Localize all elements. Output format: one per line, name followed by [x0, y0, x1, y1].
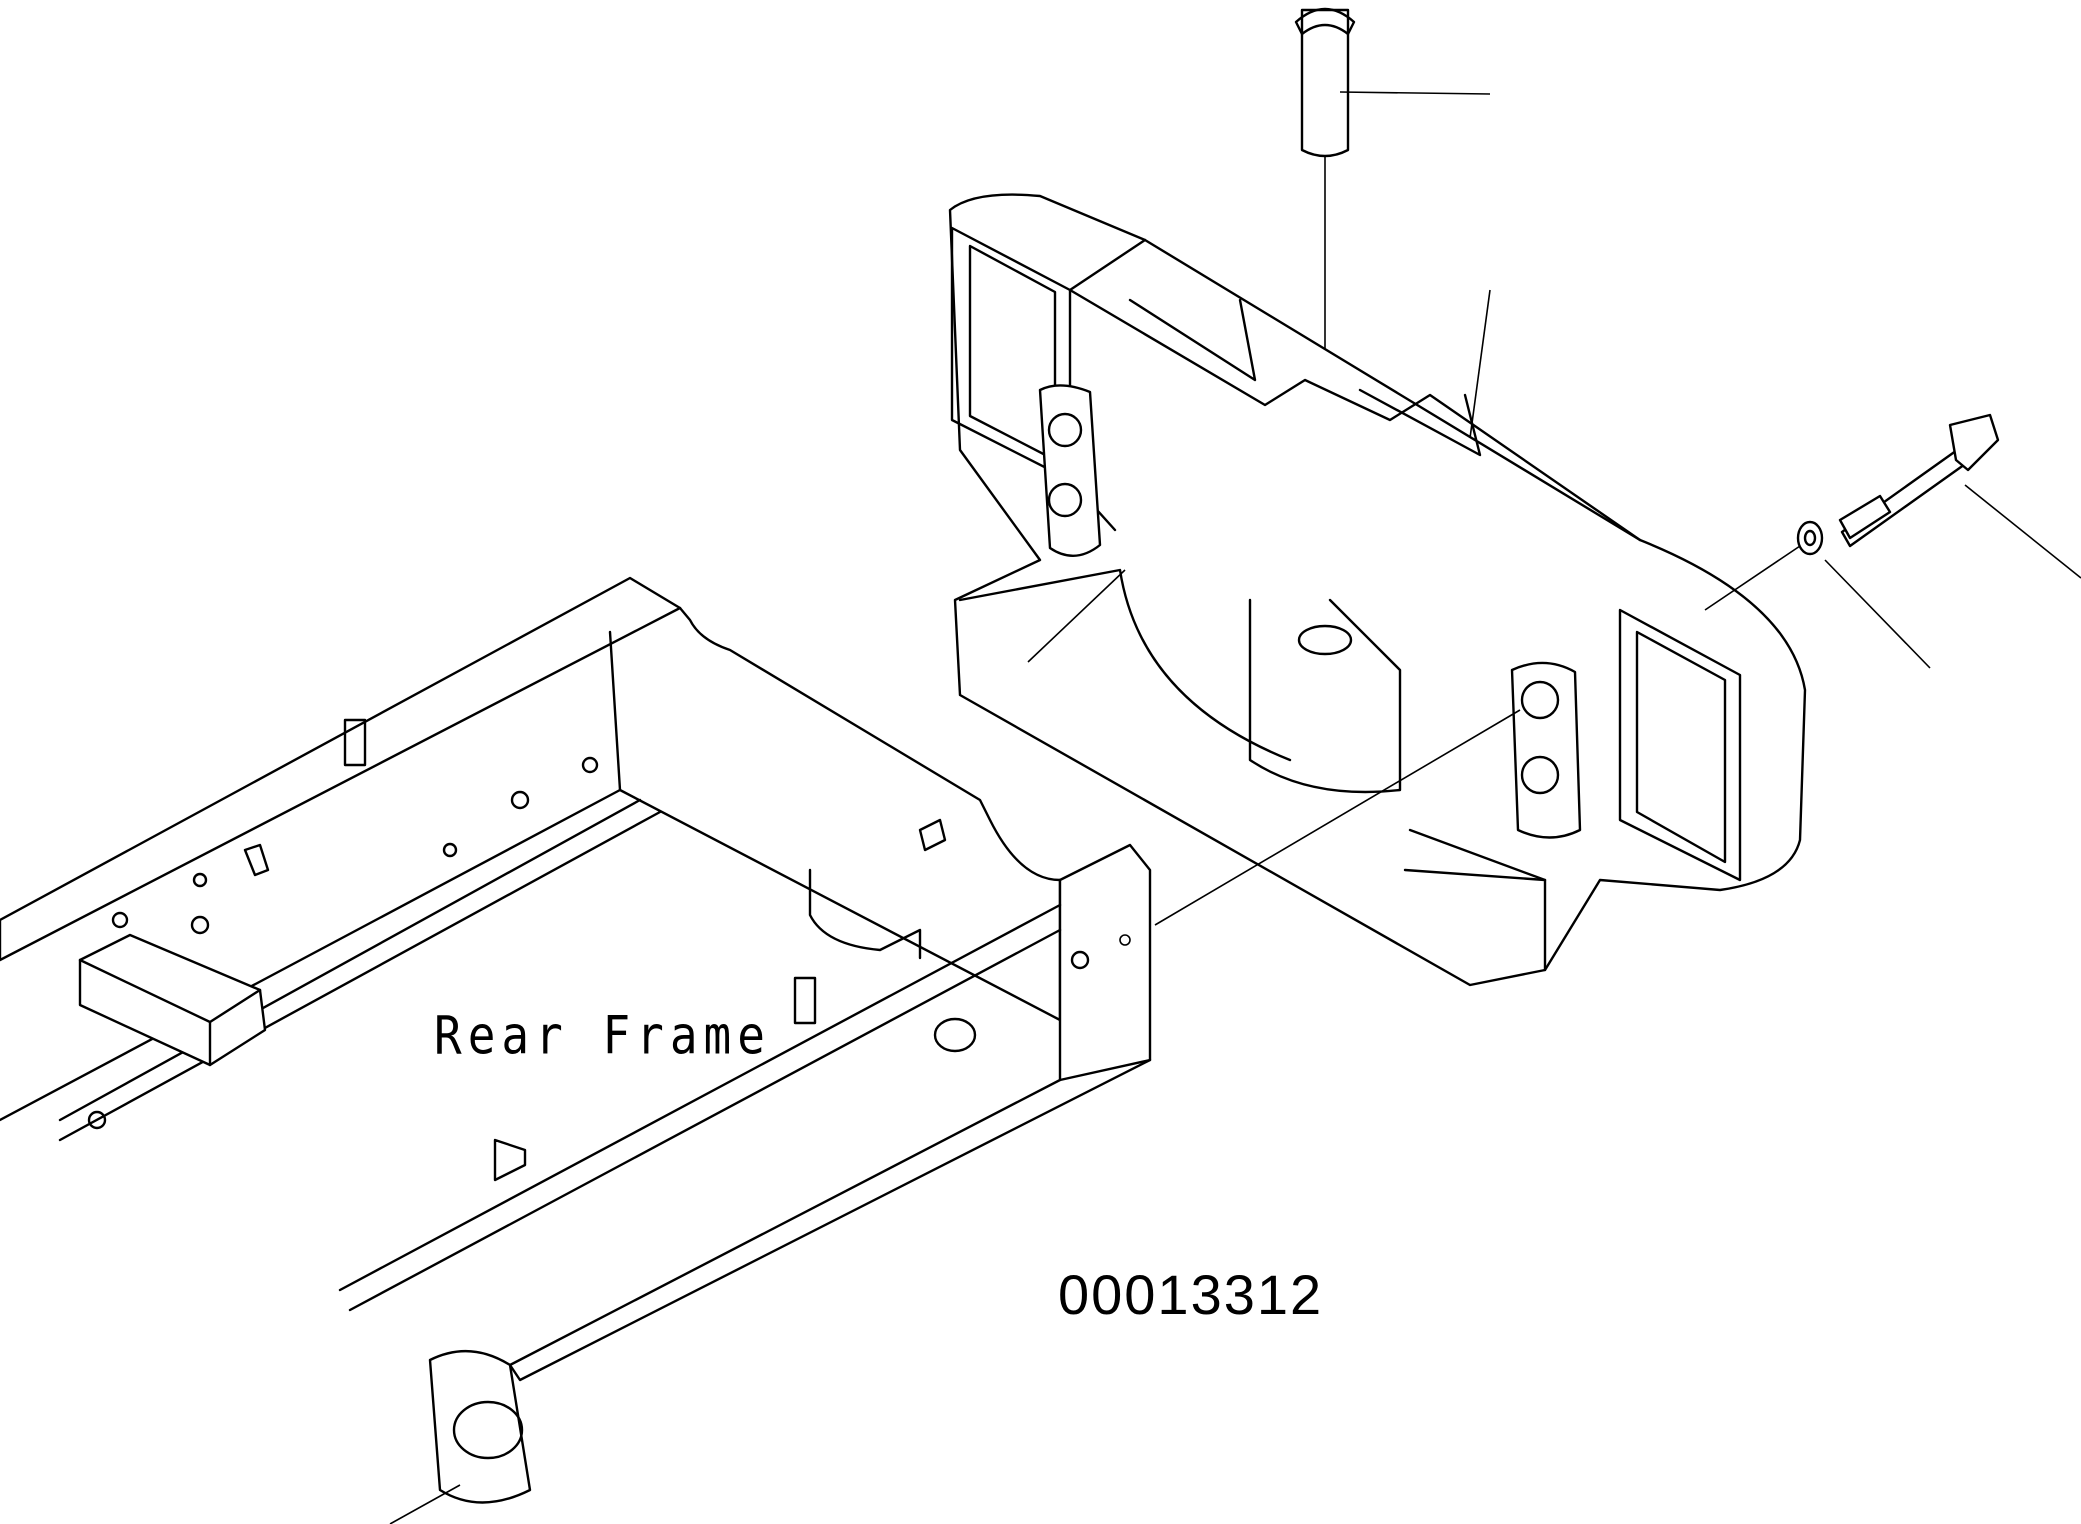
counterweight — [948, 193, 1807, 987]
bolt — [1838, 413, 2081, 579]
rear-frame — [0, 576, 1521, 1524]
drawing-number: 00013312 — [1058, 1263, 1324, 1326]
washer — [1704, 520, 1931, 669]
rear-frame-label: Rear Frame — [434, 1004, 771, 1067]
counterweight-leader-line — [1469, 289, 1491, 439]
